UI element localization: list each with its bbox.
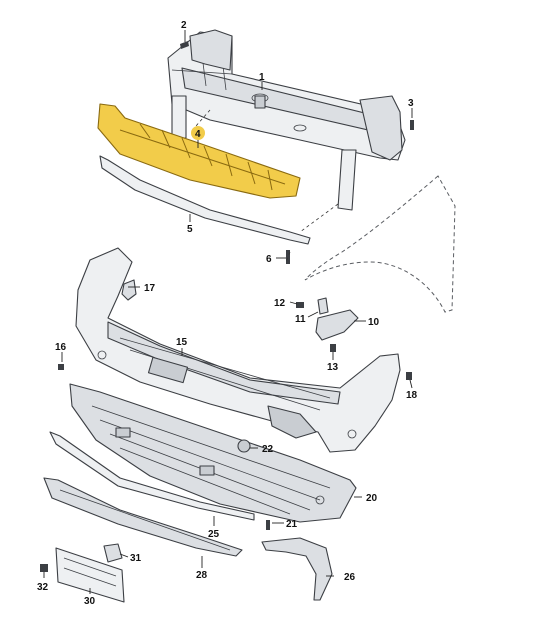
callout-labels: 1 2 3 4 5 6 17 12 11 10 13 15 16 18 22 2… xyxy=(37,20,418,607)
callout-10: 10 xyxy=(368,317,380,328)
callout-16: 16 xyxy=(55,342,67,353)
bumper-reinforcement-strip xyxy=(99,155,311,245)
callout-5: 5 xyxy=(187,224,193,235)
callout-26: 26 xyxy=(344,572,356,583)
callout-6: 6 xyxy=(266,254,272,265)
fender-outline xyxy=(304,175,456,313)
bumper-cover xyxy=(75,247,401,453)
callout-20: 20 xyxy=(366,493,378,504)
bracket-10 xyxy=(315,309,359,341)
callout-12: 12 xyxy=(274,298,286,309)
fog-lamp-trim xyxy=(261,537,333,601)
callout-22: 22 xyxy=(262,444,274,455)
bumper-carrier-bar xyxy=(167,29,406,211)
callout-15: 15 xyxy=(176,337,188,348)
bracket-31 xyxy=(103,543,123,563)
lower-grille-panel xyxy=(69,383,357,523)
callout-18: 18 xyxy=(406,390,418,401)
callout-2: 2 xyxy=(181,20,187,31)
callout-21: 21 xyxy=(286,519,298,530)
callout-1: 1 xyxy=(259,72,265,83)
bracket-17 xyxy=(121,279,137,301)
license-plate-holder xyxy=(55,547,125,603)
callout-30: 30 xyxy=(84,596,96,607)
callout-4-badge xyxy=(191,126,205,140)
callout-31: 31 xyxy=(130,553,142,564)
callout-17: 17 xyxy=(144,283,156,294)
callout-3: 3 xyxy=(408,98,414,109)
callout-25: 25 xyxy=(208,529,220,540)
clip-11 xyxy=(317,297,329,315)
alignment-lines xyxy=(195,109,339,263)
energy-absorber-highlighted xyxy=(97,103,301,199)
callout-32: 32 xyxy=(37,582,49,593)
callout-4: 4 xyxy=(195,129,201,140)
callout-28: 28 xyxy=(196,570,208,581)
spoiler-lip xyxy=(43,477,243,557)
callout-11: 11 xyxy=(295,314,306,325)
lower-trim-strip xyxy=(49,431,255,521)
callout-13: 13 xyxy=(327,362,339,373)
leader-lines xyxy=(43,30,413,594)
